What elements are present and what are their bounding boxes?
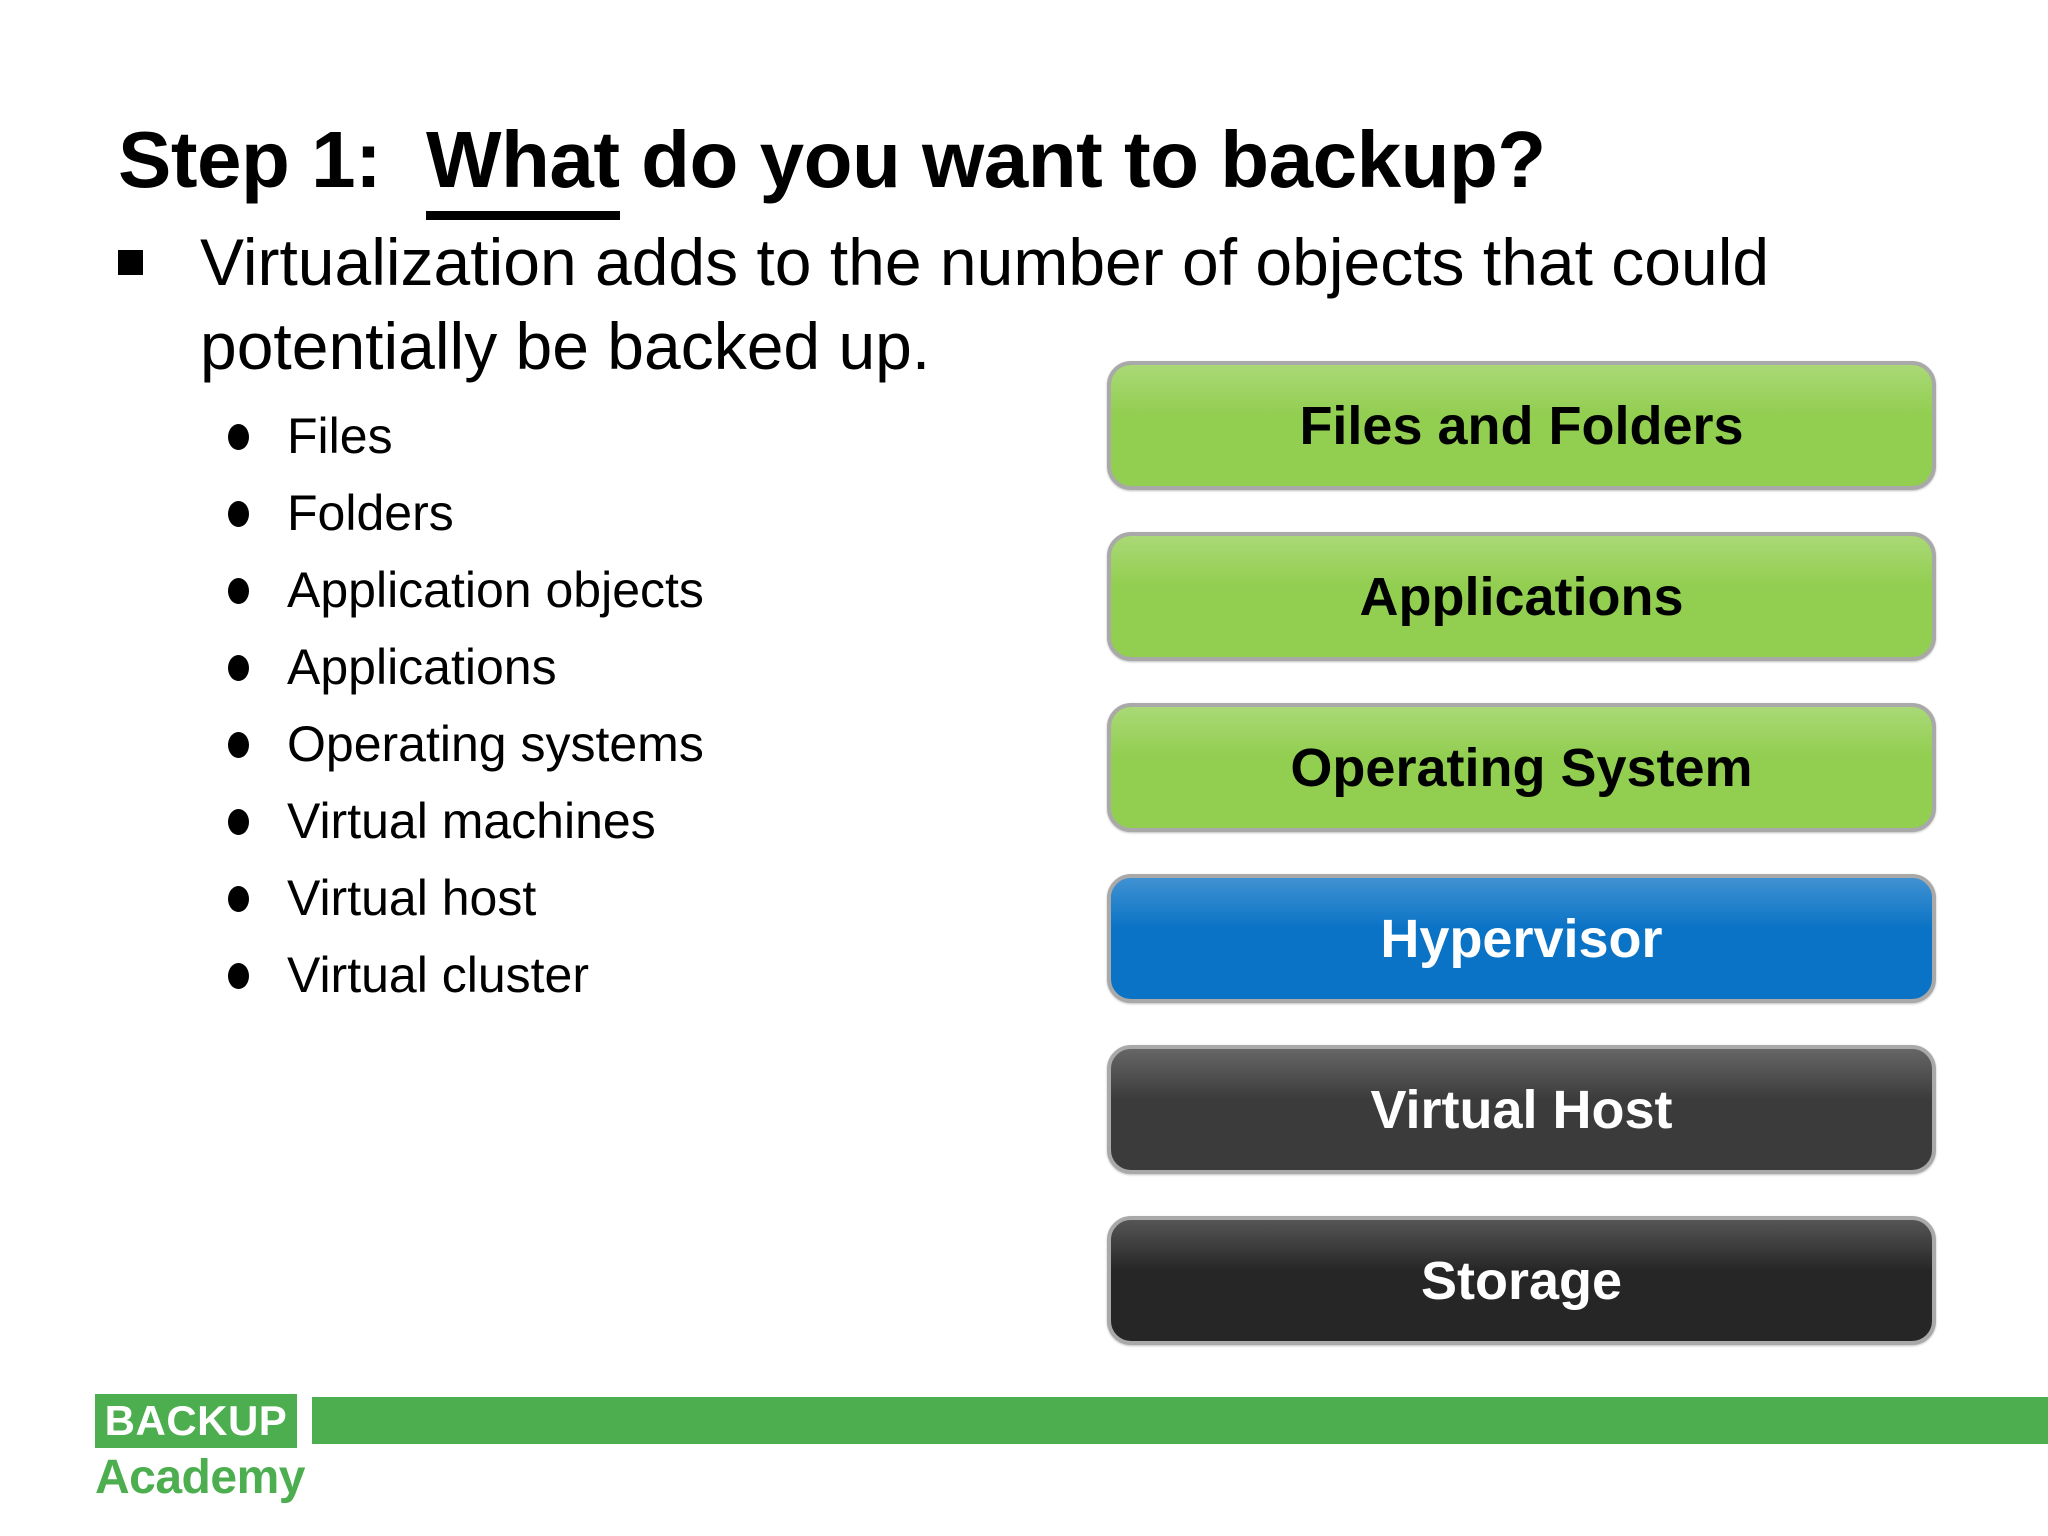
intro-bullet-text: Virtualization adds to the number of obj… bbox=[200, 225, 1770, 384]
dot-bullet-icon bbox=[228, 962, 249, 989]
stack-box-label: Applications bbox=[1359, 566, 1684, 627]
logo-academy-wordmark: Academy bbox=[95, 1451, 305, 1504]
list-item: Virtual machines bbox=[228, 794, 704, 849]
stack-box-label: Virtual Host bbox=[1370, 1079, 1673, 1140]
list-item-text: Virtual machines bbox=[287, 793, 656, 849]
stack-box-label: Hypervisor bbox=[1380, 908, 1663, 969]
list-item: Virtual host bbox=[228, 871, 704, 926]
stack-box-operating-system: Operating System bbox=[1107, 703, 1936, 832]
dot-bullet-icon bbox=[228, 808, 249, 835]
list-item: Virtual cluster bbox=[228, 948, 704, 1003]
square-bullet-icon bbox=[118, 250, 143, 275]
list-item-text: Virtual cluster bbox=[287, 947, 589, 1003]
logo-backup-wordmark: BACKUP bbox=[95, 1394, 297, 1448]
list-item: Applications bbox=[228, 640, 704, 695]
footer-accent-bar bbox=[312, 1397, 2048, 1444]
list-item: Application objects bbox=[228, 563, 704, 618]
list-item-text: Virtual host bbox=[287, 870, 537, 926]
list-item-text: Applications bbox=[287, 639, 557, 695]
intro-bullet: Virtualization adds to the number of obj… bbox=[118, 220, 1818, 389]
dot-bullet-icon bbox=[228, 885, 249, 912]
dot-bullet-icon bbox=[228, 731, 249, 758]
dot-bullet-icon bbox=[228, 577, 249, 604]
list-item: Files bbox=[228, 409, 704, 464]
list-item-text: Files bbox=[287, 408, 393, 464]
title-suffix: do you want to backup? bbox=[641, 114, 1546, 204]
stack-box-label: Operating System bbox=[1290, 737, 1753, 798]
list-item-text: Operating systems bbox=[287, 716, 704, 772]
stack-box-files-and-folders: Files and Folders bbox=[1107, 361, 1936, 490]
backup-stack-diagram: Files and Folders Applications Operating… bbox=[1107, 361, 1936, 1345]
list-item-text: Folders bbox=[287, 485, 454, 541]
list-item-text: Application objects bbox=[287, 562, 704, 618]
stack-box-applications: Applications bbox=[1107, 532, 1936, 661]
dot-bullet-icon bbox=[228, 500, 249, 527]
list-item: Operating systems bbox=[228, 717, 704, 772]
list-item: Folders bbox=[228, 486, 704, 541]
stack-box-hypervisor: Hypervisor bbox=[1107, 874, 1936, 1003]
dot-bullet-icon bbox=[228, 654, 249, 681]
stack-box-storage: Storage bbox=[1107, 1216, 1936, 1345]
stack-box-label: Files and Folders bbox=[1299, 395, 1744, 456]
backup-academy-logo: BACKUP Academy bbox=[95, 1394, 305, 1505]
title-prefix: Step 1: bbox=[118, 114, 382, 204]
dot-bullet-icon bbox=[228, 423, 249, 450]
stack-box-virtual-host: Virtual Host bbox=[1107, 1045, 1936, 1174]
title-underlined-word: What bbox=[426, 114, 620, 220]
stack-box-label: Storage bbox=[1420, 1250, 1623, 1311]
sub-bullet-list: Files Folders Application objects Applic… bbox=[228, 409, 704, 1025]
